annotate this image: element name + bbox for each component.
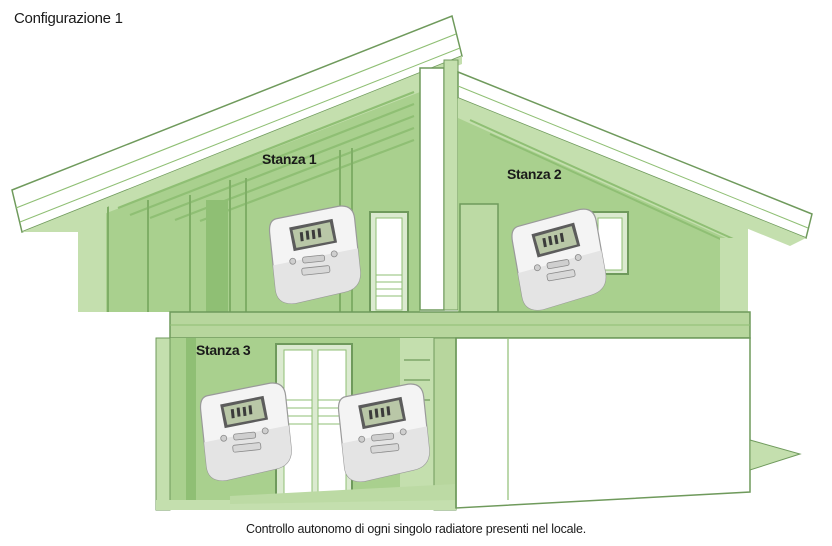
ground-floor-right [455,337,802,509]
room-label-stanza-3: Stanza 3 [196,342,251,358]
ground-floor-left [155,337,457,511]
page-title: Configurazione 1 [14,10,123,27]
caption: Controllo autonomo di ogni singolo radia… [246,522,586,536]
central-pillar [419,59,459,311]
thermostatic-head-room-3-right [336,382,433,484]
room-label-stanza-2: Stanza 2 [507,166,562,182]
left-roof [11,14,463,234]
room-label-stanza-1: Stanza 1 [262,151,317,167]
thermostatic-head-room-3-left [198,381,295,483]
right-roof [457,70,813,246]
thermostatic-head-room-1 [267,204,364,306]
